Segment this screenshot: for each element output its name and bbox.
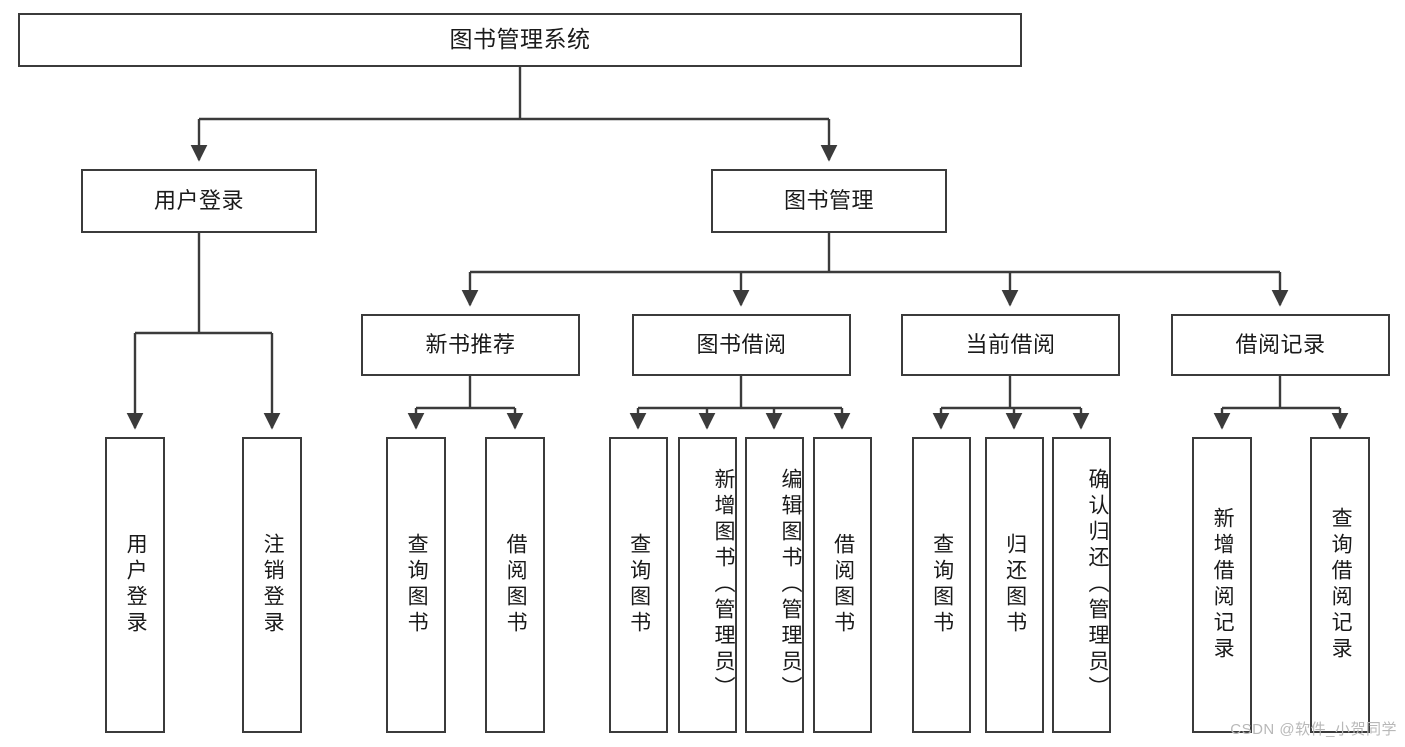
node-book-management[interactable]: 图书管理	[711, 169, 947, 233]
leaf-borrow-book-newbook[interactable]: 借阅图书	[485, 437, 545, 733]
leaf-borrow-book[interactable]: 借阅图书	[813, 437, 872, 733]
leaf-query-book-newbook[interactable]: 查询图书	[386, 437, 446, 733]
node-current-borrow[interactable]: 当前借阅	[901, 314, 1120, 376]
node-user-login[interactable]: 用户登录	[81, 169, 317, 233]
leaf-edit-book-admin[interactable]: 编辑图书（管理员）	[745, 437, 804, 733]
leaf-user-login[interactable]: 用户登录	[105, 437, 165, 733]
node-book-borrow[interactable]: 图书借阅	[632, 314, 851, 376]
leaf-add-book-admin[interactable]: 新增图书（管理员）	[678, 437, 737, 733]
node-new-book-recommend[interactable]: 新书推荐	[361, 314, 580, 376]
leaf-query-book-current[interactable]: 查询图书	[912, 437, 971, 733]
leaf-query-borrow-record[interactable]: 查询借阅记录	[1310, 437, 1370, 733]
node-root[interactable]: 图书管理系统	[18, 13, 1022, 67]
leaf-logout-login[interactable]: 注销登录	[242, 437, 302, 733]
node-borrow-record[interactable]: 借阅记录	[1171, 314, 1390, 376]
leaf-add-borrow-record[interactable]: 新增借阅记录	[1192, 437, 1252, 733]
leaf-query-book-borrow[interactable]: 查询图书	[609, 437, 668, 733]
leaf-confirm-return-admin[interactable]: 确认归还（管理员）	[1052, 437, 1111, 733]
leaf-return-book[interactable]: 归还图书	[985, 437, 1044, 733]
